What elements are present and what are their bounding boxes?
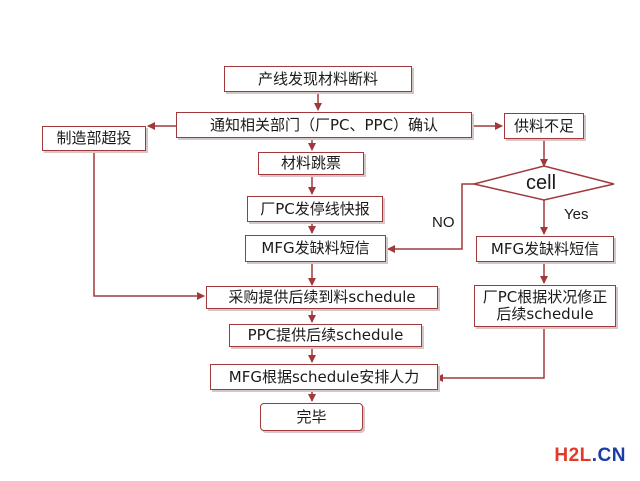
arrow-decision-no: [387, 183, 474, 253]
node-purchase-schedule: 采购提供后续到料schedule: [206, 286, 438, 309]
label-no: NO: [432, 214, 455, 231]
logo-part-2: .CN: [591, 445, 626, 466]
node-mfg-arrange: MFG根据schedule安排人力: [210, 364, 438, 390]
decision-diamond: [473, 165, 615, 201]
arrow-revise-arrange: [435, 327, 545, 382]
node-pc-stop-report: 厂PC发停线快报: [247, 196, 383, 222]
node-mfg-sms-left: MFG发缺料短信: [245, 235, 386, 262]
node-end: 完毕: [260, 403, 363, 431]
logo-part-1: H2L: [554, 445, 592, 466]
node-ppc-schedule: PPC提供后续schedule: [229, 324, 422, 347]
node-pc-revise: 厂PC根据状况修正后续schedule: [474, 285, 616, 327]
site-logo: H2L.CN: [554, 445, 626, 467]
node-material-ticket: 材料跳票: [258, 152, 364, 175]
decision-label: cell: [526, 172, 557, 194]
node-start: 产线发现材料断料: [224, 66, 412, 92]
label-yes: Yes: [564, 206, 589, 223]
node-mfg-sms-right: MFG发缺料短信: [476, 236, 614, 262]
node-notify: 通知相关部门（厂PC、PPC）确认: [176, 112, 472, 138]
node-shortage: 供料不足: [504, 113, 584, 139]
arrow-overtime-purchase: [93, 150, 205, 300]
node-mfg-overtime: 制造部超投: [42, 126, 146, 151]
